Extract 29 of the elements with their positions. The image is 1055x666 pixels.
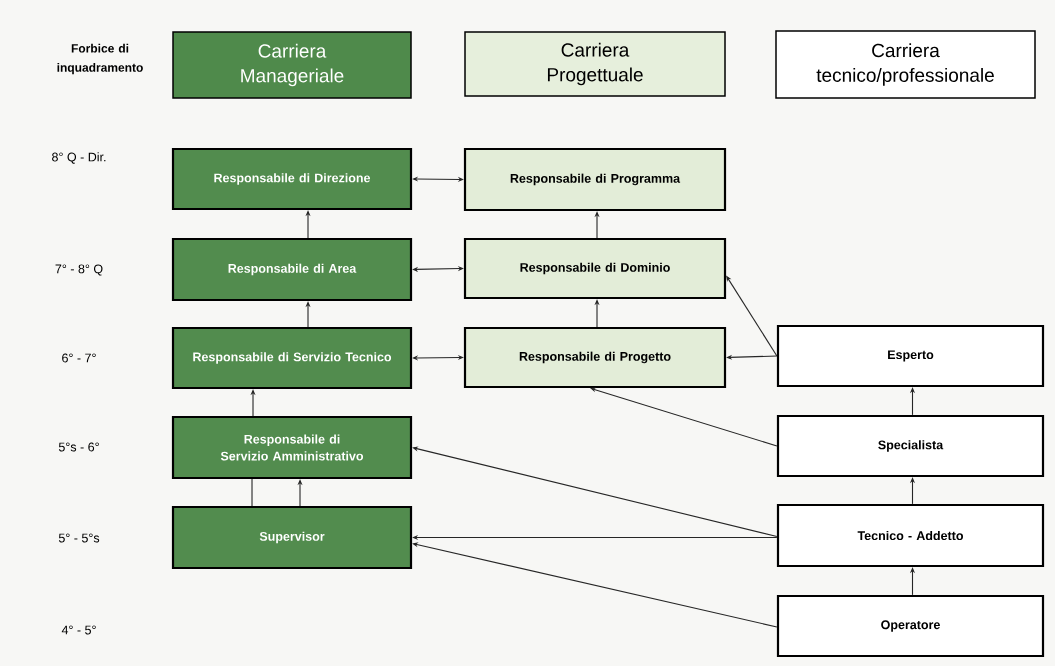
role-box: Responsabile di Dominio [463,237,727,300]
connector-line [251,478,253,507]
arrow [412,266,464,272]
column-header: Carriera Manageriale [172,31,412,99]
role-box: Responsabile di Servizio Amministrativo [171,415,413,480]
heading-label: Forbice di inquadramento [57,43,143,75]
arrow [412,176,464,182]
arrow [412,354,464,361]
level-label: 5°s - 6° [58,442,99,452]
arrow [412,446,778,538]
role-box: Responsabile di Progetto [463,326,727,389]
role-box: Responsabile di Programma [463,147,727,212]
level-label: 8° Q - Dir. [52,152,106,164]
level-label: 7° - 8° Q [55,264,103,276]
level-label: 6° - 7° [62,353,96,363]
role-box: Responsabile di Servizio Tecnico [171,326,413,390]
role-box: Responsabile di Area [171,237,413,302]
role-box: Specialista [776,414,1045,478]
arrow [590,387,778,447]
role-box: Responsabile di Direzione [171,147,413,211]
role-box: Supervisor [171,505,413,570]
arrow [412,542,778,628]
role-box: Operatore [776,594,1045,658]
level-label: 5° - 5°s [58,533,100,543]
column-header: Carriera Progettuale [464,31,726,97]
role-box: Tecnico - Addetto [776,503,1045,568]
role-box: Esperto [776,324,1045,388]
column-header: Carriera tecnico/professionale [775,30,1036,99]
level-label: 4° - 5° [61,625,96,635]
